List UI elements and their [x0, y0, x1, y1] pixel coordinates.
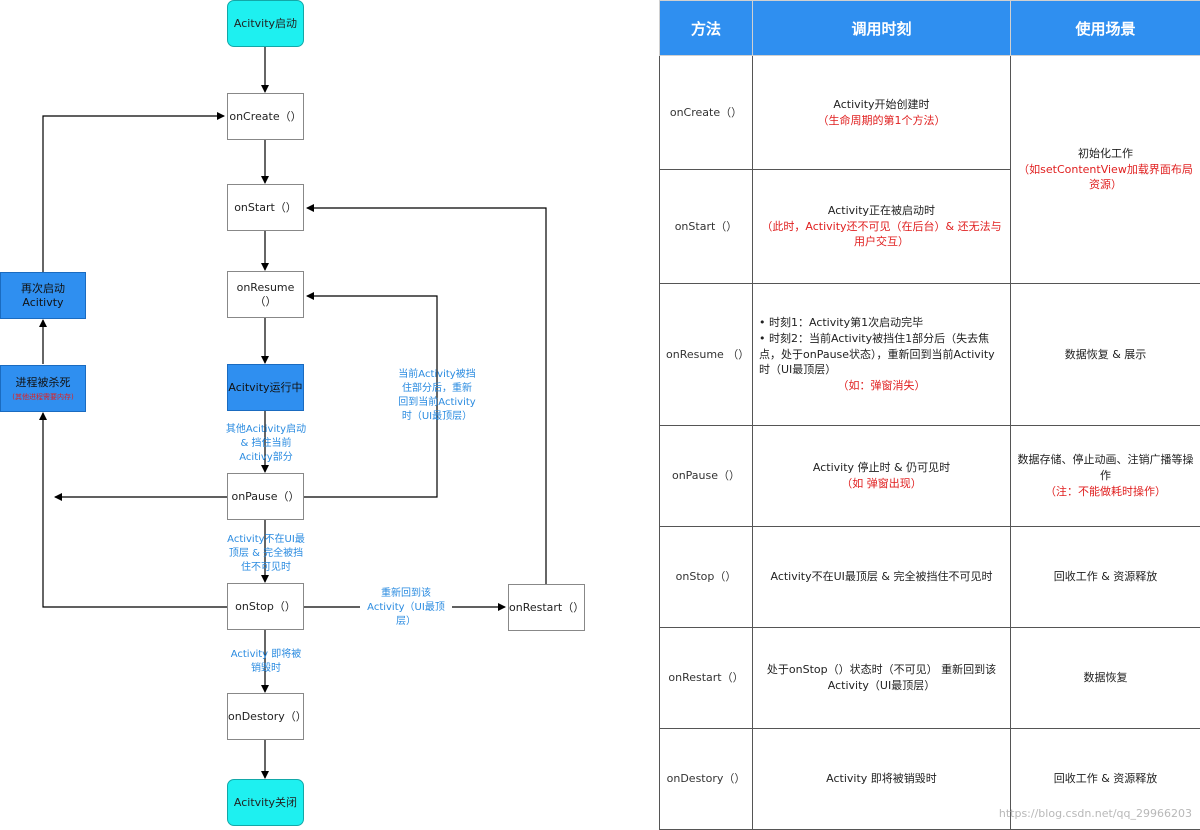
- arrow-restart-oncreate: [43, 116, 224, 272]
- watermark-text: https://blog.csdn.net/qq_29966203: [999, 807, 1192, 820]
- cell-method: onResume （）: [660, 284, 753, 426]
- cell-timing: Activity不在UI最顶层 & 完全被挡住不可见时: [753, 527, 1011, 628]
- node-onstart-label: onStart（）: [234, 201, 297, 215]
- cell-method: onStart（）: [660, 170, 753, 284]
- cell-timing-note: （如 弹窗出现）: [759, 476, 1004, 492]
- node-onresume: onResume （）: [227, 271, 304, 318]
- cell-timing: Activity正在被启动时 （此时，Activity还不可见（在后台）& 还无…: [753, 170, 1011, 284]
- cell-method: onPause（）: [660, 426, 753, 527]
- arrow-onstop-killed: [43, 413, 227, 607]
- header-method: 方法: [660, 1, 753, 56]
- lifecycle-table-container: 方法 调用时刻 使用场景 onCreate（） Activity开始创建时 （生…: [659, 0, 1200, 826]
- cell-usage: 数据恢复: [1011, 628, 1200, 729]
- lifecycle-flowchart: Acitvity启动 onCreate（） onStart（） onResume…: [0, 0, 650, 826]
- node-onstop-label: onStop（）: [235, 600, 296, 614]
- cell-timing: Activity 停止时 & 仍可见时 （如 弹窗出现）: [753, 426, 1011, 527]
- node-onpause-label: onPause（）: [231, 490, 299, 504]
- node-process-killed-label: 进程被杀死: [16, 376, 71, 390]
- cell-timing-text: Activity开始创建时: [759, 97, 1004, 113]
- node-activity-running-label: Acitvity运行中: [228, 381, 302, 395]
- cell-timing: Activity开始创建时 （生命周期的第1个方法）: [753, 56, 1011, 170]
- node-process-killed-note: (其他进程需要内存): [12, 393, 73, 402]
- table-header-row: 方法 调用时刻 使用场景: [660, 1, 1200, 56]
- cell-timing-note: （如：弹窗消失）: [759, 378, 1004, 394]
- cell-method: onDestory（）: [660, 729, 753, 830]
- table-row: onResume （） • 时刻1：Activity第1次启动完毕 • 时刻2：…: [660, 284, 1200, 426]
- label-pause-to-stop: Activity不在UI最 顶层 & 完全被挡 住不可见时: [222, 533, 310, 575]
- table-row: onPause（） Activity 停止时 & 仍可见时 （如 弹窗出现） 数…: [660, 426, 1200, 527]
- table-row: onRestart（） 处于onStop（）状态时（不可见） 重新回到该Acti…: [660, 628, 1200, 729]
- cell-timing: Activity 即将被销毁时: [753, 729, 1011, 830]
- table-row: onStop（） Activity不在UI最顶层 & 完全被挡住不可见时 回收工…: [660, 527, 1200, 628]
- cell-timing-bullet: • 时刻2：当前Activity被挡住1部分后（失去焦点，处于onPause状态…: [759, 331, 1004, 379]
- table-row: onCreate（） Activity开始创建时 （生命周期的第1个方法） 初始…: [660, 56, 1200, 170]
- cell-usage-text: 初始化工作: [1017, 146, 1194, 162]
- node-ondestroy: onDestory（）: [227, 693, 304, 740]
- flow-arrows: [0, 0, 650, 826]
- cell-method: onRestart（）: [660, 628, 753, 729]
- node-oncreate: onCreate（）: [227, 93, 304, 140]
- node-ondestroy-label: onDestory（）: [228, 710, 303, 724]
- label-running-to-pause: 其他Acitivity启动 & 挡住当前 Acitivy部分: [222, 423, 310, 465]
- cell-usage: 数据存储、停止动画、注销广播等操作 （注：不能做耗时操作）: [1011, 426, 1200, 527]
- cell-timing-note: （此时，Activity还不可见（在后台）& 还无法与用户交互）: [759, 219, 1004, 251]
- label-stop-to-restart: 重新回到该 Activity（UI最顶 层）: [360, 587, 452, 629]
- cell-timing-text: Activity正在被启动时: [759, 203, 1004, 219]
- cell-usage-text: 数据存储、停止动画、注销广播等操作: [1017, 452, 1194, 484]
- node-activity-start: Acitvity启动: [227, 0, 304, 47]
- node-activity-end: Acitvity关闭: [227, 779, 304, 826]
- cell-usage: 回收工作 & 资源释放: [1011, 527, 1200, 628]
- node-process-killed: 进程被杀死 (其他进程需要内存): [0, 365, 86, 412]
- label-pause-to-resume: 当前Activity被挡 住部分后，重新 回到当前Activity 时（UI最顶…: [390, 368, 484, 424]
- node-activity-end-label: Acitvity关闭: [234, 796, 297, 810]
- node-restart-again-label: 再次启动Acitivty: [1, 282, 85, 310]
- cell-usage-note: （注：不能做耗时操作）: [1017, 484, 1194, 500]
- header-usage: 使用场景: [1011, 1, 1200, 56]
- header-timing: 调用时刻: [753, 1, 1011, 56]
- node-onpause: onPause（）: [227, 473, 304, 520]
- cell-timing-bullet: • 时刻1：Activity第1次启动完毕: [759, 315, 1004, 331]
- cell-timing-text: Activity 停止时 & 仍可见时: [759, 460, 1004, 476]
- cell-usage: 数据恢复 & 展示: [1011, 284, 1200, 426]
- node-activity-running: Acitvity运行中: [227, 364, 304, 411]
- node-onresume-label: onResume （）: [228, 281, 303, 309]
- cell-usage-merged: 初始化工作 （如setContentView加载界面布局资源）: [1011, 56, 1200, 284]
- cell-timing-note: （生命周期的第1个方法）: [759, 113, 1004, 129]
- cell-method: onStop（）: [660, 527, 753, 628]
- label-stop-to-destroy: Activity 即将被 销毁时: [222, 648, 310, 676]
- node-onrestart: onRestart（）: [508, 584, 585, 631]
- node-restart-again: 再次启动Acitivty: [0, 272, 86, 319]
- node-onstop: onStop（）: [227, 583, 304, 630]
- node-oncreate-label: onCreate（）: [229, 110, 301, 124]
- cell-timing: 处于onStop（）状态时（不可见） 重新回到该Activity（UI最顶层）: [753, 628, 1011, 729]
- cell-timing: • 时刻1：Activity第1次启动完毕 • 时刻2：当前Activity被挡…: [753, 284, 1011, 426]
- cell-usage-note: （如setContentView加载界面布局资源）: [1017, 162, 1194, 194]
- cell-method: onCreate（）: [660, 56, 753, 170]
- node-activity-start-label: Acitvity启动: [234, 17, 297, 31]
- node-onstart: onStart（）: [227, 184, 304, 231]
- node-onrestart-label: onRestart（）: [509, 601, 584, 615]
- lifecycle-table: 方法 调用时刻 使用场景 onCreate（） Activity开始创建时 （生…: [659, 0, 1200, 830]
